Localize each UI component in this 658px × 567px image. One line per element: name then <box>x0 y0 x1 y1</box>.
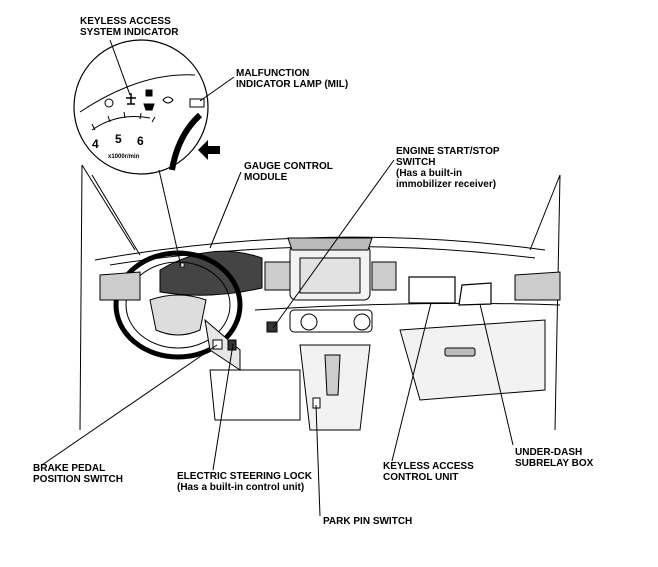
tpms-icon <box>162 96 174 104</box>
label-keyless-access-indicator: KEYLESS ACCESS SYSTEM INDICATOR <box>80 16 179 38</box>
leader-gauge-module <box>209 171 242 249</box>
keyless-control-unit-box <box>408 276 456 304</box>
left-vent <box>264 261 291 291</box>
leader-mil <box>199 76 235 102</box>
gauge-tick-label: 6 <box>137 134 144 148</box>
gauge-unit: x1000r/min <box>108 154 140 160</box>
far-right-vent <box>514 271 561 301</box>
right-vent <box>371 261 397 291</box>
label-keyless-control-unit: KEYLESS ACCESS CONTROL UNIT <box>383 461 474 483</box>
left-a-pillar <box>79 164 141 431</box>
leader-steering-lock <box>212 343 234 471</box>
gauge-black-arc <box>169 112 203 171</box>
leader-park-pin <box>315 404 321 517</box>
leader-under-dash <box>479 303 514 446</box>
gear-lever <box>324 354 341 396</box>
lower-dash-line <box>254 302 561 311</box>
gauge-inner-arc <box>91 116 151 131</box>
label-gauge-control-module: GAUGE CONTROL MODULE <box>244 161 333 183</box>
center-screen <box>299 257 361 294</box>
climate-panel <box>289 309 373 333</box>
gauge-tick-label: 4 <box>92 137 99 151</box>
label-engine-start-stop: ENGINE START/STOP SWITCH (Has a built-in… <box>396 146 500 190</box>
leader-brake-pedal <box>41 344 218 466</box>
mil-icon <box>189 98 205 108</box>
left-knob <box>300 313 318 331</box>
gauge-tick-marks <box>91 111 156 131</box>
leader-keyless-indicator <box>109 39 131 96</box>
upper-display <box>287 237 373 251</box>
gauge-tick-label: 5 <box>115 132 122 146</box>
gauge-module-indicator <box>179 262 185 268</box>
right-knob <box>353 313 371 331</box>
steering-wheel-inner <box>125 261 231 349</box>
vsa-icon <box>143 103 155 111</box>
label-mil: MALFUNCTION INDICATOR LAMP (MIL) <box>236 68 349 90</box>
label-electric-steering-lock: ELECTRIC STEERING LOCK (Has a built-in c… <box>177 471 313 493</box>
label-under-dash-subrelay: UNDER-DASH SUBRELAY BOX <box>515 447 594 469</box>
keyless-indicator-icon <box>126 93 136 105</box>
gauge-zoom-circle <box>73 39 209 175</box>
leader-keyless-control-unit <box>391 302 432 462</box>
knee-panel <box>209 369 301 421</box>
leader-gauge-to-zoom <box>158 169 182 267</box>
brake-switch-part <box>212 339 223 350</box>
cluster-hood <box>159 250 263 296</box>
seat-belt-icon <box>145 89 153 97</box>
far-left-vent <box>99 271 141 301</box>
engine-start-switch-part <box>266 321 278 333</box>
gauge-outer-arc <box>79 74 196 113</box>
oil-warning-icon <box>104 98 114 108</box>
leader-engine-start <box>272 159 395 329</box>
label-brake-pedal-switch: BRAKE PEDAL POSITION SWITCH <box>33 463 123 485</box>
label-park-pin-switch: PARK PIN SWITCH <box>323 516 413 527</box>
steering-hub <box>149 294 207 336</box>
right-a-pillar <box>529 174 561 431</box>
glove-box <box>399 319 546 401</box>
gauge-arrow-icon <box>198 140 220 160</box>
subrelay-box <box>458 282 492 306</box>
glove-handle <box>444 347 476 357</box>
